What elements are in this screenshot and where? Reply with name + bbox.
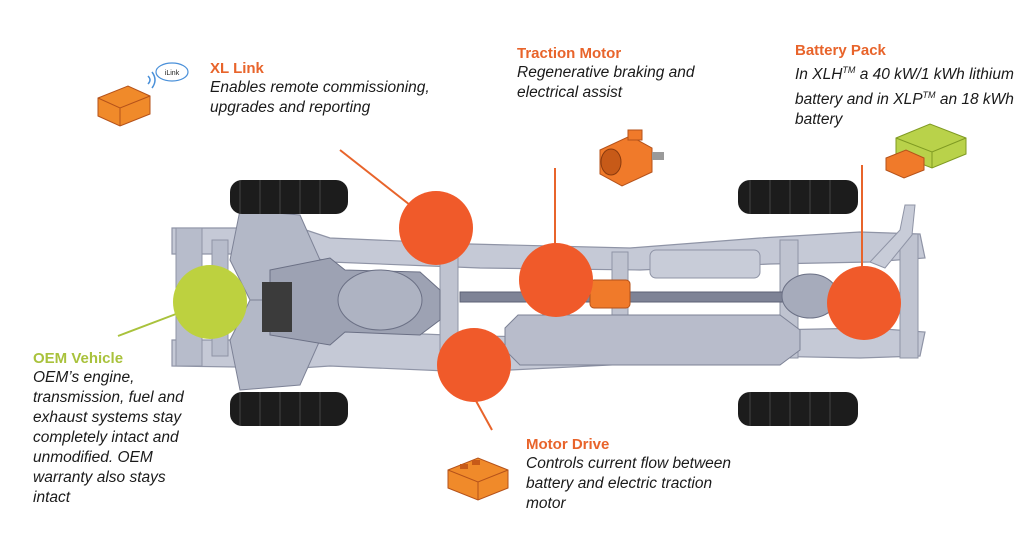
inverter-icon <box>447 457 509 501</box>
battery-text-1: In XLH <box>795 66 843 84</box>
oem-vehicle-title: OEM Vehicle <box>33 350 124 367</box>
telematics-module-icon: iLink <box>97 62 189 127</box>
electric-motor-icon <box>599 129 664 187</box>
marker-traction-motor <box>519 243 593 317</box>
callout-traction-motor: Traction Motor Regenerative braking and … <box>517 44 717 103</box>
motor-drive-title: Motor Drive <box>526 436 610 453</box>
tire-rear-left <box>738 180 858 214</box>
tire-front-left <box>230 180 348 214</box>
tire-front-right <box>230 392 348 426</box>
callout-motor-drive: Motor Drive Controls current flow betwee… <box>526 435 746 514</box>
battery-text-3: an 18 kWh battery <box>795 91 1014 129</box>
oem-vehicle-description: OEM’s engine, transmission, fuel and exh… <box>33 369 184 506</box>
leader-xl-link <box>339 149 411 206</box>
traction-motor-description: Regenerative braking and electrical assi… <box>517 64 695 101</box>
markers <box>173 191 901 402</box>
tire-rear-right <box>738 392 858 426</box>
xl-link-description: Enables remote commissioning, upgrades a… <box>210 79 430 116</box>
marker-xl-link <box>399 191 473 265</box>
tires <box>230 180 858 426</box>
battery-text-2: a 40 kW/1 kWh lithium battery and in XLP <box>795 66 1014 109</box>
motor-drive-description: Controls current flow between battery an… <box>526 455 732 512</box>
trademark-xlh: TM <box>842 65 856 75</box>
traction-motor-title: Traction Motor <box>517 45 622 62</box>
leader-lines <box>117 149 863 431</box>
trademark-xlp: TM <box>922 90 936 101</box>
marker-battery-pack <box>827 266 901 340</box>
marker-motor-drive <box>437 328 511 402</box>
xl-link-title: XL Link <box>210 60 264 77</box>
cloud-label: iLink <box>165 70 180 77</box>
leader-oem-vehicle <box>117 313 177 337</box>
callout-oem-vehicle: OEM Vehicle OEM’s engine, transmission, … <box>33 349 198 508</box>
chassis-frame <box>171 204 926 391</box>
battery-pack-icon <box>885 123 967 179</box>
battery-pack-title: Battery Pack <box>795 42 886 59</box>
marker-oem-vehicle <box>173 265 247 339</box>
callout-xl-link: XL Link Enables remote commissioning, up… <box>210 59 470 118</box>
battery-pack-description: In XLHTM a 40 kW/1 kWh lithium battery a… <box>795 60 1024 130</box>
callout-battery-pack: Battery Pack In XLHTM a 40 kW/1 kWh lith… <box>795 41 1024 130</box>
